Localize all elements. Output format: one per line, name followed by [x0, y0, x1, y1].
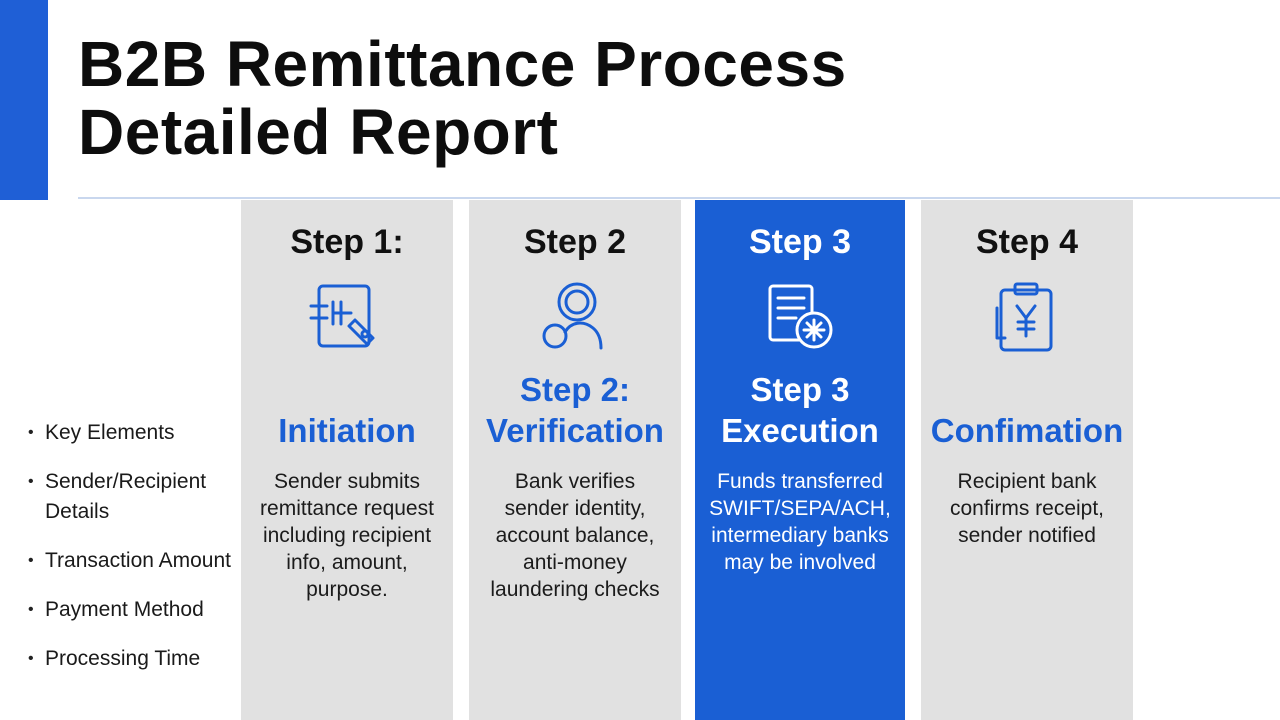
- page-title: B2B Remittance Process Detailed Report: [78, 30, 847, 166]
- step-4-heading: Step 4: [975, 223, 1079, 261]
- step-2-subheading: Step 2:: [519, 371, 631, 408]
- step-2-description: Bank verifies sender identity, account b…: [490, 470, 660, 601]
- step-3-title: Execution: [721, 412, 879, 449]
- title-line-1: B2B Remittance Process: [78, 28, 847, 100]
- yen-clipboard-icon: [987, 280, 1067, 356]
- user-verify-icon: [535, 280, 615, 356]
- step-2-title: Verification: [486, 412, 664, 449]
- title-line-2: Detailed Report: [78, 96, 559, 168]
- step-1-heading: Step 1:: [290, 223, 404, 261]
- key-element-item: Key Elements: [28, 418, 243, 448]
- accent-bar: [0, 0, 48, 200]
- step-4-column: Step 4 Confimation Recipient bank confir…: [921, 200, 1133, 720]
- step-3-description: Funds transferred SWIFT/SEPA/ACH, interm…: [709, 470, 891, 574]
- key-element-item: Transaction Amount: [28, 546, 243, 576]
- step-3-column: Step 3 Step 3 Execution Funds transferre…: [695, 200, 905, 720]
- step-1-description: Sender submits remittance request includ…: [260, 470, 434, 601]
- step-4-description: Recipient bank confirms receipt, sender …: [949, 470, 1105, 547]
- key-element-item: Processing Time: [28, 644, 243, 674]
- key-elements-list: Key Elements Sender/Recipient Details Tr…: [28, 418, 243, 693]
- step-2-column: Step 2 Step 2: Verification Bank verifie…: [469, 200, 681, 720]
- key-element-item: Payment Method: [28, 595, 243, 625]
- document-transfer-icon: [760, 280, 840, 356]
- form-pen-icon: [307, 280, 387, 356]
- step-3-heading: Step 3: [748, 223, 852, 261]
- step-3-subheading: Step 3: [750, 371, 850, 408]
- key-element-item: Sender/Recipient Details: [28, 467, 243, 527]
- title-divider: [78, 197, 1280, 199]
- step-2-heading: Step 2: [523, 223, 627, 261]
- step-1-column: Step 1: Initiation Sender submits remitt…: [241, 200, 453, 720]
- step-4-title: Confimation: [930, 412, 1124, 449]
- step-1-title: Initiation: [278, 412, 416, 449]
